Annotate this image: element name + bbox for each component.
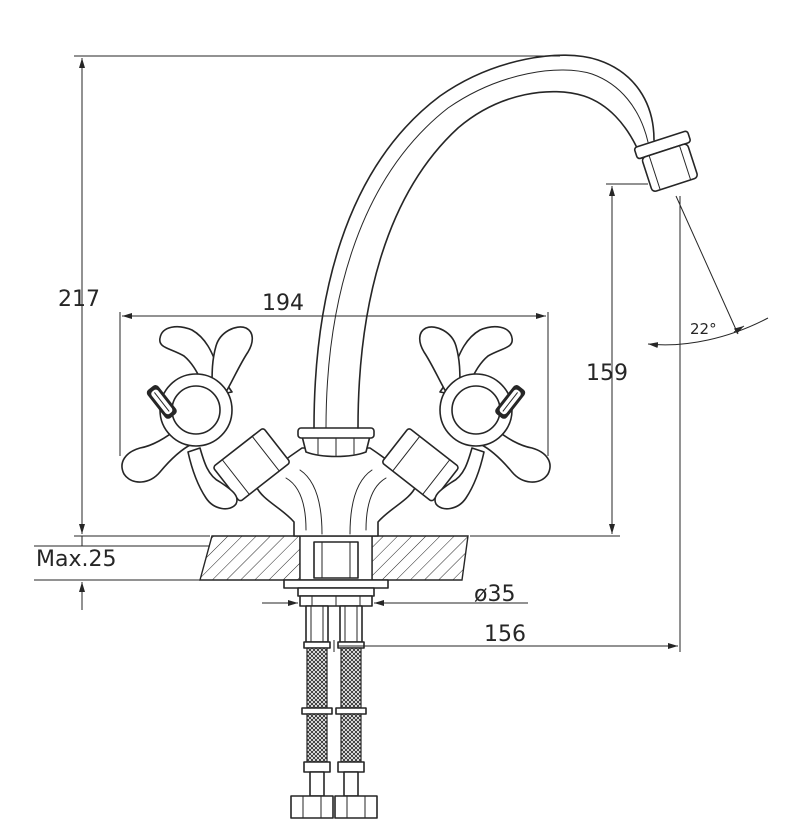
right-cross-handle [382,325,551,510]
dim-handle-span: 194 [262,291,304,316]
dim-spout-clearance: 159 [586,361,628,386]
dim-mount-diameter: ø35 [474,582,515,607]
dimension-lines [34,55,769,652]
dim-counter-thickness: Max.25 [36,547,116,572]
dim-spout-angle: 22° [690,320,717,338]
dim-total-height: 217 [58,287,100,312]
flexible-hoses [290,605,378,819]
countertop-section [199,535,469,581]
mounting-shank [283,541,389,607]
left-cross-handle [121,325,290,510]
dim-spout-reach: 156 [484,622,526,647]
spout [297,54,699,458]
